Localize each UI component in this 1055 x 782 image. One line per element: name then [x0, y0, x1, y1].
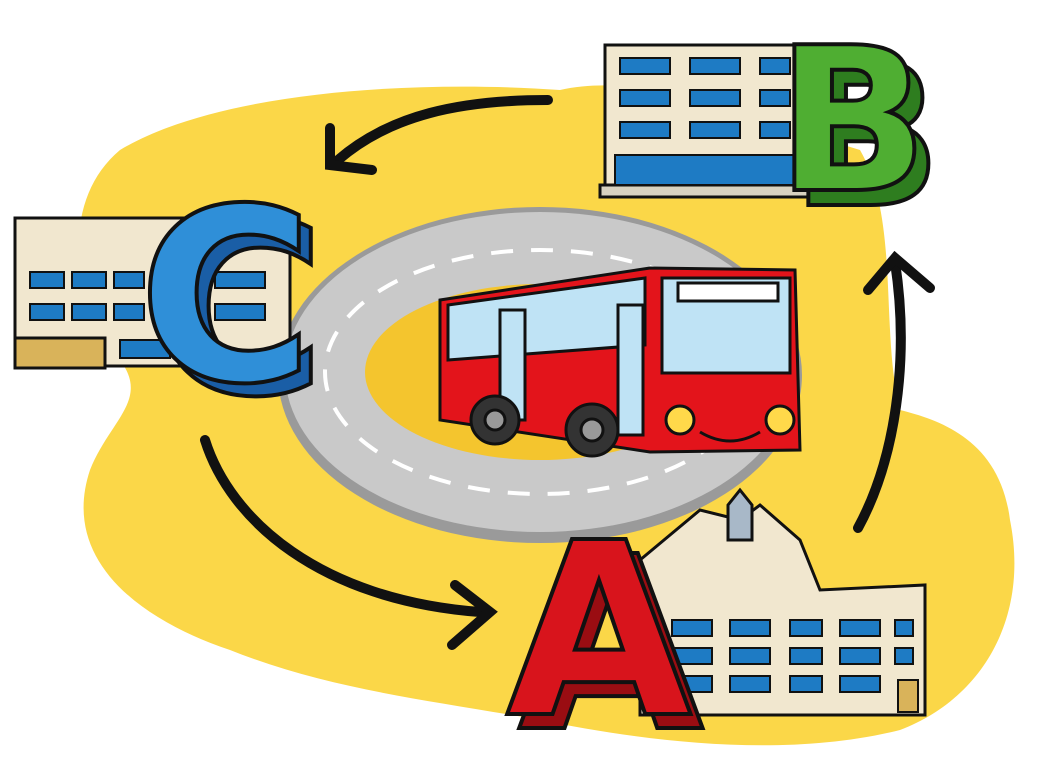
letter-a: A A	[504, 489, 706, 782]
bus-icon	[438, 266, 802, 458]
letter-c-glyph: C	[138, 157, 314, 437]
building-icon	[598, 43, 852, 199]
letter-b-glyph: B	[776, 5, 928, 238]
letter-a-shadow: A	[518, 505, 704, 782]
arrow-icon	[200, 95, 935, 650]
letter-b-shadow: B	[790, 20, 942, 253]
letter-a-glyph: A	[506, 491, 692, 771]
letter-b: B B	[774, 3, 944, 255]
building-icon	[13, 216, 292, 370]
letter-c: C C	[136, 155, 328, 452]
letter-c-shadow: C	[150, 170, 326, 450]
town-hall-icon	[638, 487, 927, 717]
